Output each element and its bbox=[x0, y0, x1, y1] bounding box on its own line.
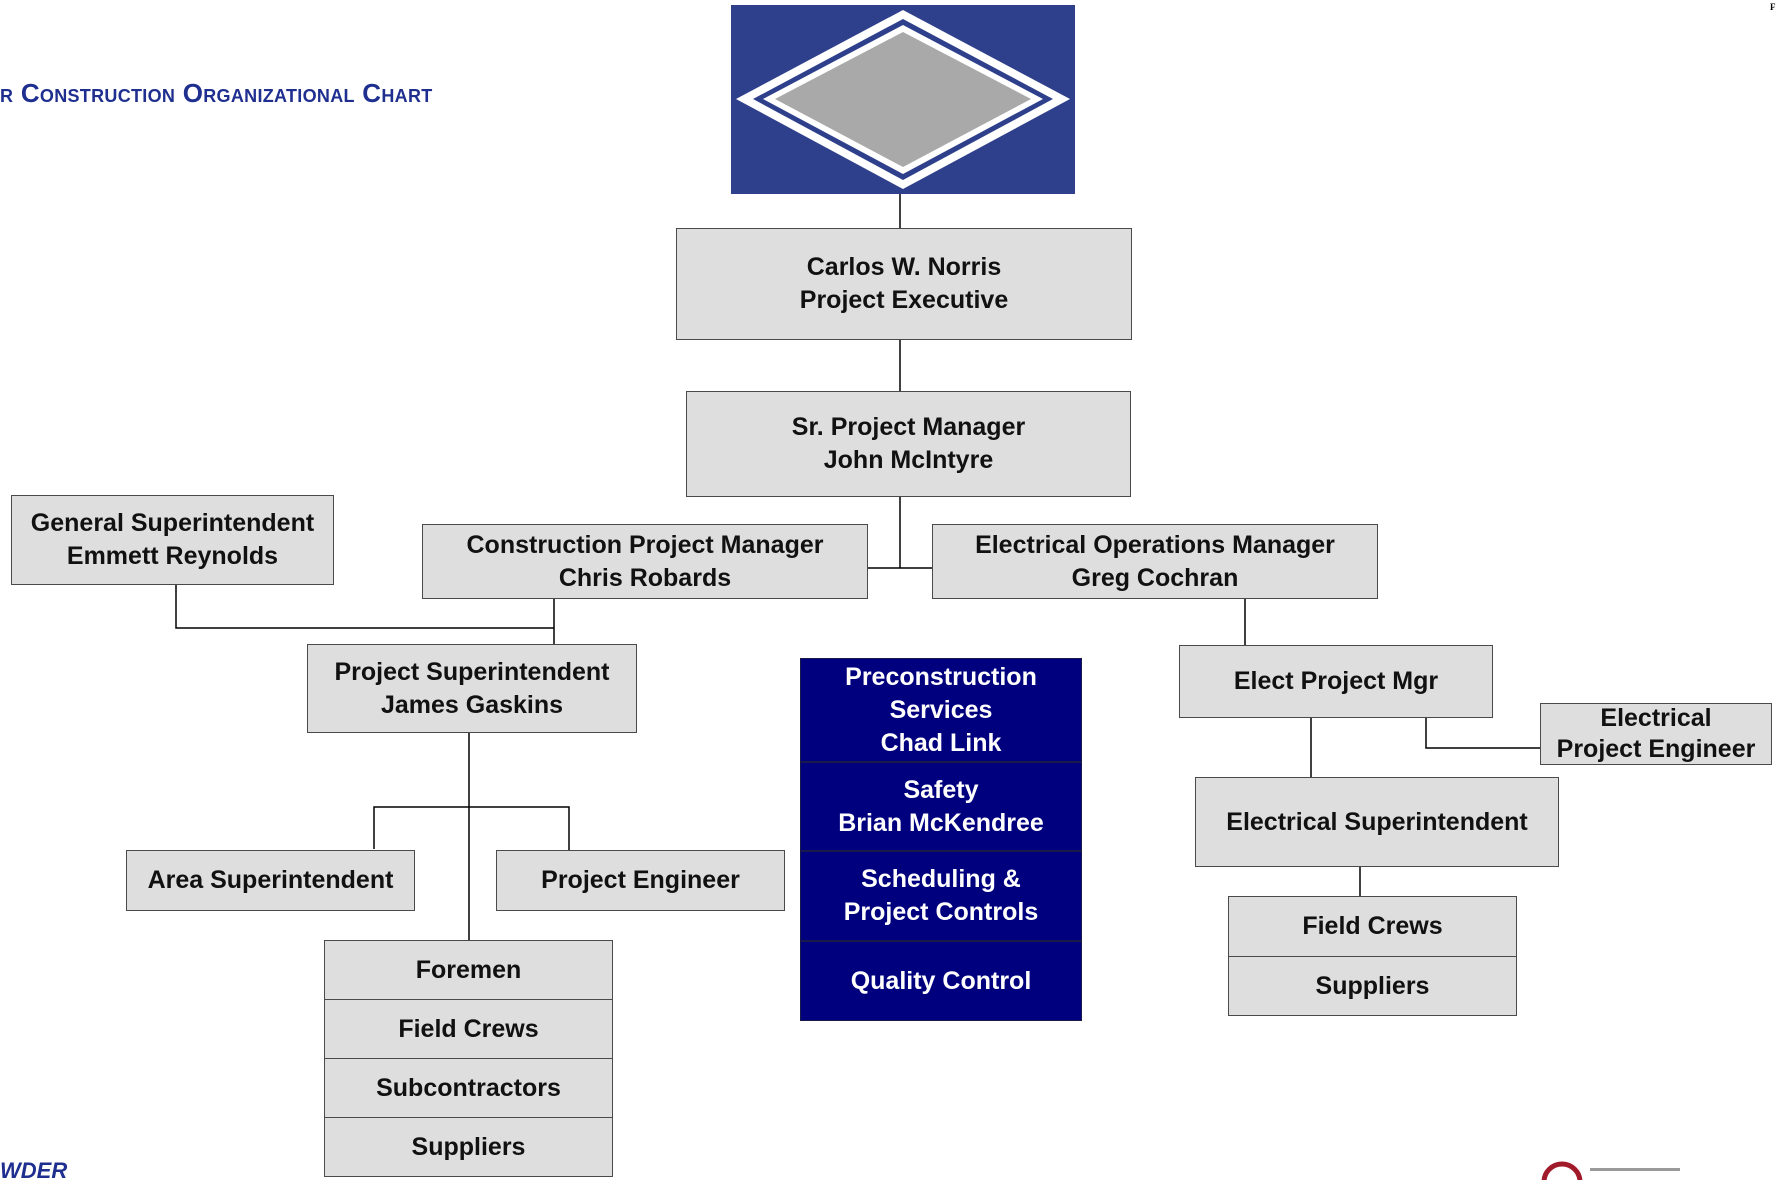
foremen-cell: Foremen bbox=[324, 940, 613, 1000]
scheduling-box: Scheduling & Project Controls bbox=[800, 851, 1082, 941]
area-super-label: Area Superintendent bbox=[147, 866, 394, 894]
elect-engineer-line1: Electrical bbox=[1600, 704, 1712, 732]
preconstruction-services-box: Preconstruction Services Chad Link bbox=[800, 658, 1082, 762]
electrical-project-engineer-box: Electrical Project Engineer bbox=[1540, 703, 1772, 765]
elect-suppliers-cell: Suppliers bbox=[1228, 956, 1517, 1016]
foremen-label: Foremen bbox=[415, 955, 522, 984]
construction-project-manager-box: Construction Project Manager Chris Robar… bbox=[422, 524, 868, 599]
elect-project-mgr-box: Elect Project Mgr bbox=[1179, 645, 1493, 718]
quality-control-label: Quality Control bbox=[850, 966, 1032, 995]
electrical-ops-name: Greg Cochran bbox=[1071, 563, 1239, 592]
electrical-ops-title: Electrical Operations Manager bbox=[975, 530, 1335, 559]
subcontractors-label: Subcontractors bbox=[376, 1073, 561, 1102]
footer-partner-logo-icon bbox=[1540, 1160, 1700, 1185]
safety-name: Brian McKendree bbox=[838, 808, 1044, 837]
safety-box: Safety Brian McKendree bbox=[800, 762, 1082, 851]
project-super-title: Project Superintendent bbox=[334, 657, 610, 686]
elect-field-crews-cell: Field Crews bbox=[1228, 896, 1517, 957]
field-crews-cell: Field Crews bbox=[324, 999, 613, 1059]
electrical-operations-manager-box: Electrical Operations Manager Greg Cochr… bbox=[932, 524, 1378, 599]
field-crews-label: Field Crews bbox=[398, 1014, 539, 1043]
precon-name: Chad Link bbox=[880, 728, 1002, 757]
elect-engineer-line2: Project Engineer bbox=[1556, 735, 1756, 763]
general-super-name: Emmett Reynolds bbox=[66, 542, 279, 570]
executive-name: Carlos W. Norris bbox=[806, 253, 1002, 281]
project-super-name: James Gaskins bbox=[380, 690, 564, 719]
company-logo bbox=[731, 5, 1075, 194]
suppliers-cell: Suppliers bbox=[324, 1117, 613, 1177]
page-title: r Construction Organizational Chart bbox=[0, 78, 433, 108]
corner-mark: F bbox=[1770, 2, 1776, 12]
general-superintendent-box: General Superintendent Emmett Reynolds bbox=[11, 495, 334, 585]
sr-project-manager-box: Sr. Project Manager John McIntyre bbox=[686, 391, 1131, 497]
project-superintendent-box: Project Superintendent James Gaskins bbox=[307, 644, 637, 733]
project-executive-box: Carlos W. Norris Project Executive bbox=[676, 228, 1132, 340]
project-engineer-box: Project Engineer bbox=[496, 850, 785, 911]
quality-control-box: Quality Control bbox=[800, 941, 1082, 1021]
elect-suppliers-label: Suppliers bbox=[1315, 971, 1430, 1000]
construction-pm-title: Construction Project Manager bbox=[466, 530, 824, 559]
scheduling-line1: Scheduling & bbox=[861, 865, 1021, 893]
elect-field-crews-label: Field Crews bbox=[1302, 912, 1443, 940]
precon-line2: Services bbox=[889, 695, 993, 724]
electrical-superintendent-box: Electrical Superintendent bbox=[1195, 777, 1559, 867]
sr-pm-title: Sr. Project Manager bbox=[791, 413, 1026, 441]
elect-super-label: Electrical Superintendent bbox=[1226, 807, 1528, 836]
footer-company-logo: WDER bbox=[0, 1158, 68, 1183]
construction-pm-name: Chris Robards bbox=[558, 563, 732, 592]
executive-title: Project Executive bbox=[799, 286, 1009, 314]
sr-pm-name: John McIntyre bbox=[823, 446, 994, 474]
precon-line1: Preconstruction bbox=[845, 662, 1037, 691]
general-super-title: General Superintendent bbox=[30, 509, 315, 537]
elect-pm-label: Elect Project Mgr bbox=[1233, 667, 1439, 695]
safety-title: Safety bbox=[903, 775, 979, 804]
project-engineer-label: Project Engineer bbox=[541, 866, 740, 894]
suppliers-label: Suppliers bbox=[411, 1132, 526, 1161]
area-superintendent-box: Area Superintendent bbox=[126, 850, 415, 911]
scheduling-line2: Project Controls bbox=[843, 898, 1039, 926]
diamond-logo-icon bbox=[736, 10, 1070, 189]
subcontractors-cell: Subcontractors bbox=[324, 1058, 613, 1118]
